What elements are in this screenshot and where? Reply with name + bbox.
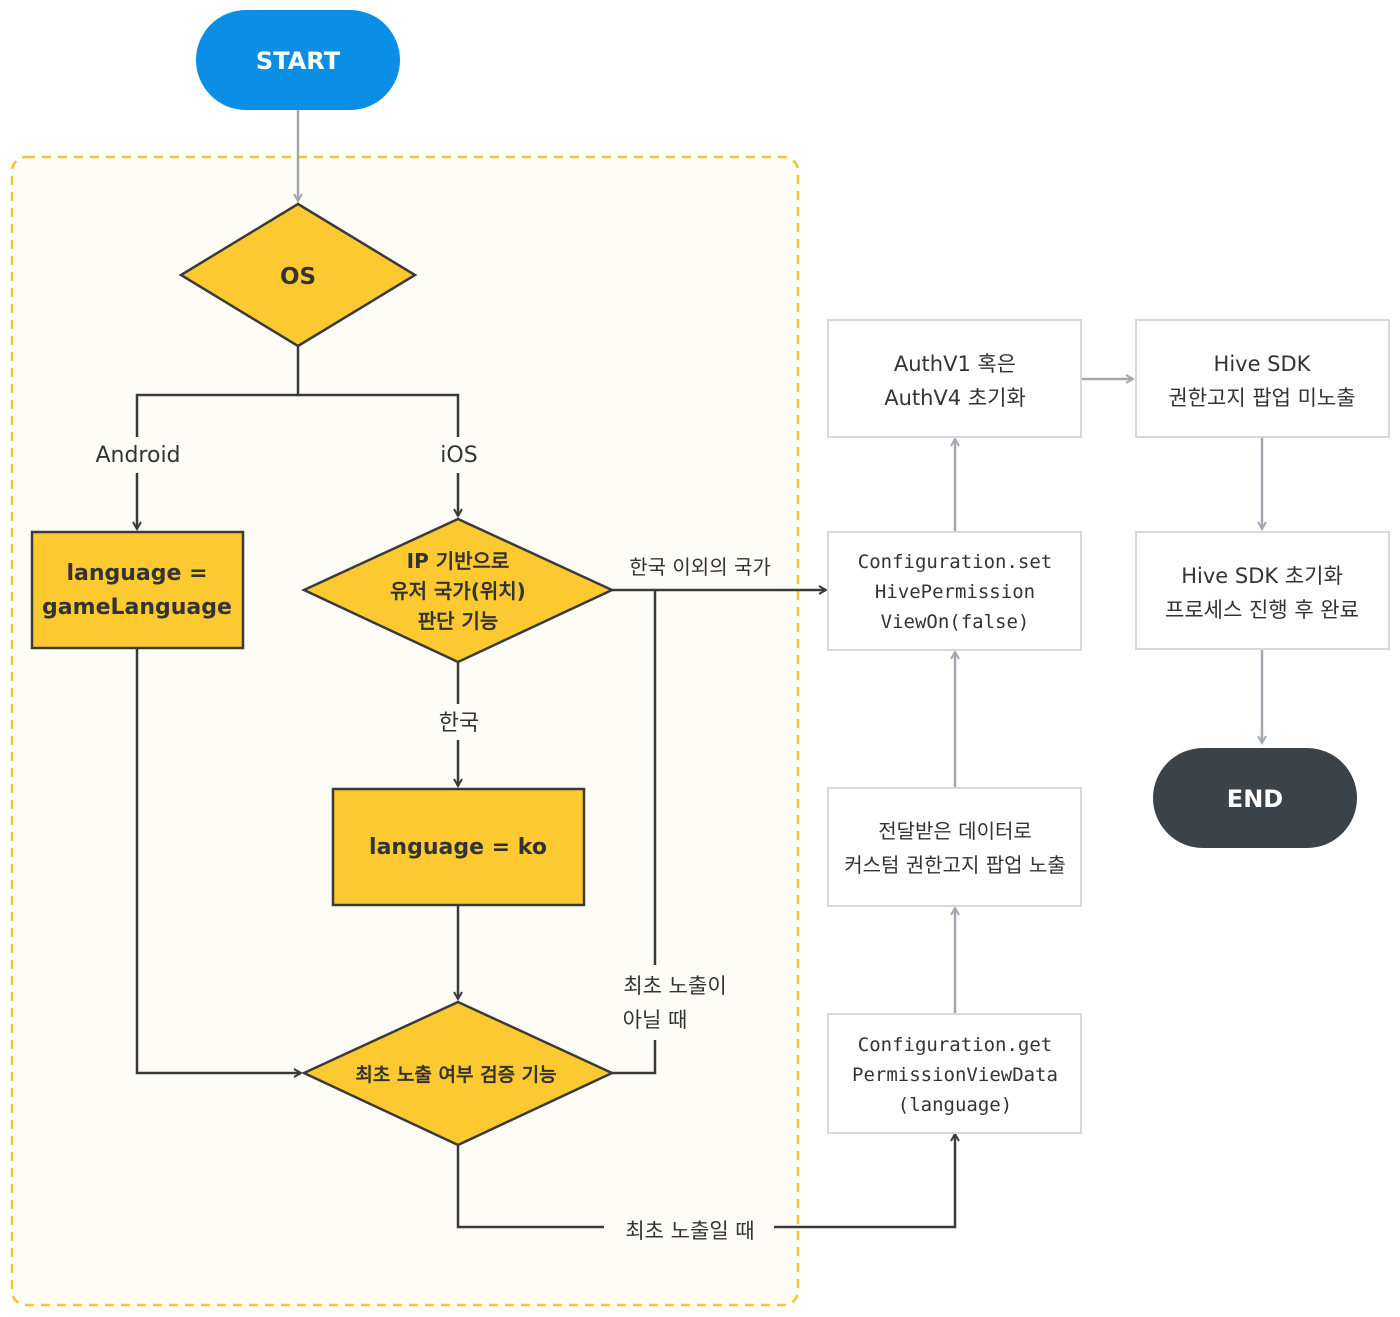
ko-box-label: language = ko: [369, 835, 547, 860]
label-ios: iOS: [440, 443, 477, 468]
connectors: [135, 110, 1262, 1229]
android-box-line1: language =: [66, 561, 207, 586]
hive-init-line2: 프로세스 진행 후 완료: [1165, 598, 1359, 622]
line-check-first: [456, 1146, 605, 1229]
auth-line2: AuthV4 초기화: [884, 386, 1026, 410]
ip-line3: 판단 기능: [418, 609, 499, 633]
get-line2: PermissionViewData: [852, 1064, 1058, 1086]
label-first-time: 최초 노출일 때: [625, 1219, 754, 1243]
ip-line2: 유저 국가(위치): [390, 579, 526, 603]
end-node: END: [1153, 748, 1357, 848]
ko-language-box: language = ko: [331, 787, 586, 907]
label-first-bg: [604, 1209, 774, 1245]
label-not-first-1: 최초 노출이: [623, 974, 726, 998]
arrow-android-check: [135, 648, 301, 1073]
label-korea: 한국: [439, 711, 479, 736]
set-line2: HivePermission: [875, 581, 1035, 603]
label-not-first-2: 아닐 때: [623, 1008, 688, 1032]
set-permission-box: Configuration.set HivePermission ViewOn(…: [827, 531, 1082, 651]
arrow-first-get: [771, 1134, 955, 1229]
get-line1: Configuration.get: [858, 1034, 1052, 1056]
custom-line2: 커스텀 권한고지 팝업 노출: [844, 853, 1065, 877]
custom-popup-box: 전달받은 데이터로 커스텀 권한고지 팝업 노출: [827, 787, 1082, 907]
line-os-split-ios: [298, 393, 460, 437]
auth-line1: AuthV1 혹은: [894, 352, 1016, 376]
custom-line1: 전달받은 데이터로: [878, 819, 1032, 843]
start-node: START: [196, 10, 400, 110]
line-os-split: [135, 347, 300, 437]
get-permission-box: Configuration.get PermissionViewData (la…: [827, 1013, 1082, 1134]
hive-hidden-line1: Hive SDK: [1214, 352, 1312, 376]
android-box-line2: gameLanguage: [42, 595, 232, 620]
client-region: [10, 155, 800, 1307]
first-exposure-decision: 최초 노출 여부 검증 기능: [301, 1000, 615, 1147]
start-label: START: [256, 47, 341, 75]
end-label: END: [1227, 785, 1283, 813]
hive-init-line1: Hive SDK 초기화: [1181, 564, 1343, 588]
os-label: OS: [280, 264, 316, 290]
hive-init-box: Hive SDK 초기화 프로세스 진행 후 완료: [1135, 531, 1390, 650]
auth-init-box: AuthV1 혹은 AuthV4 초기화: [827, 319, 1082, 438]
label-android: Android: [95, 443, 180, 468]
android-language-box: language = gameLanguage: [30, 530, 245, 650]
ip-decision: IP 기반으로 유저 국가(위치) 판단 기능: [301, 517, 615, 664]
label-non-korea: 한국 이외의 국가: [629, 555, 771, 579]
get-line3: (language): [898, 1094, 1012, 1116]
ip-line1: IP 기반으로: [407, 549, 510, 573]
os-decision: OS: [178, 202, 418, 348]
set-line1: Configuration.set: [858, 551, 1052, 573]
line-check-notfirst: [612, 1040, 657, 1075]
hive-hidden-line2: 권한고지 팝업 미노출: [1168, 386, 1355, 410]
set-line3: ViewOn(false): [881, 611, 1030, 633]
hive-no-popup-box: Hive SDK 권한고지 팝업 미노출: [1135, 319, 1390, 438]
first-check-label: 최초 노출 여부 검증 기능: [355, 1064, 556, 1086]
